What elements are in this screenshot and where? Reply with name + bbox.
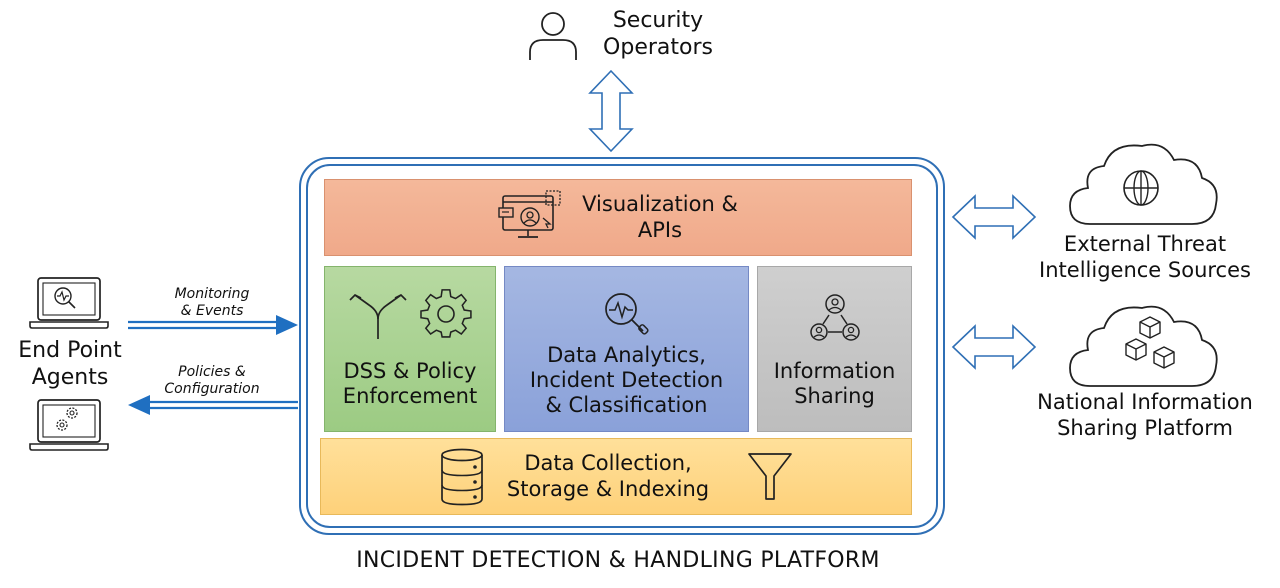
operators-line1: Security: [612, 8, 704, 33]
national-line1: National Information: [1037, 390, 1253, 414]
analytics-title: Data Analytics, Incident Detection & Cla…: [530, 343, 723, 419]
dss-policy-box: DSS & Policy Enforcement: [324, 266, 496, 432]
visualization-box: Visualization & APIs: [324, 179, 912, 256]
sharing-line1: Information: [773, 359, 896, 383]
external-threat-label: External Threat Intelligence Sources: [1014, 232, 1276, 283]
endpoint-line2: Agents: [31, 364, 109, 390]
monitoring-line1: Monitoring: [174, 286, 250, 302]
platform-title: INCIDENT DETECTION & HANDLING PLATFORM: [356, 548, 880, 573]
endpoint-line1: End Point: [18, 338, 122, 363]
policies-arrow: [128, 395, 298, 415]
sharing-line2: Sharing: [794, 384, 875, 409]
threat-line1: External Threat: [1063, 232, 1227, 256]
end-point-agents-label: End Point Agents: [0, 338, 140, 392]
dss-title: DSS & Policy Enforcement: [343, 359, 477, 409]
visualization-title: Visualization & APIs: [582, 192, 738, 242]
monitoring-line2: & Events: [180, 302, 244, 319]
information-sharing-box: Information Sharing: [757, 266, 912, 432]
config-laptop-icon: [29, 399, 109, 451]
operators-double-arrow: [588, 69, 634, 153]
dss-line1: DSS & Policy: [343, 359, 477, 383]
operators-line2: Operators: [603, 34, 713, 60]
split-arrows-icon: [349, 293, 407, 339]
analytics-line3: & Classification: [545, 393, 708, 418]
threat-double-arrow: [951, 194, 1037, 240]
monitoring-events-label: Monitoring & Events: [142, 286, 282, 320]
database-icon: [441, 448, 483, 505]
policies-line1: Policies &: [178, 364, 246, 380]
collection-line2: Storage & Indexing: [506, 476, 710, 501]
threat-line2: Intelligence Sources: [1039, 257, 1251, 282]
national-line2: Sharing Platform: [1057, 415, 1233, 440]
visualization-line1: Visualization &: [582, 192, 738, 217]
cubes-cloud-icon: [1069, 305, 1218, 387]
analytics-magnifier-icon: [604, 293, 649, 335]
platform-frame: [299, 157, 945, 535]
national-double-arrow: [951, 324, 1037, 370]
data-analytics-box: Data Analytics, Incident Detection & Cla…: [504, 266, 749, 432]
visualization-line2: APIs: [637, 217, 683, 242]
analytics-line2: Incident Detection: [529, 368, 724, 393]
analytics-line1: Data Analytics,: [547, 343, 706, 367]
security-operators-label: Security Operators: [588, 8, 728, 62]
platform-inner-frame: [306, 164, 938, 528]
national-platform-label: National Information Sharing Platform: [1014, 390, 1276, 441]
dashboard-monitor-icon: [498, 189, 561, 238]
person-icon: [529, 12, 577, 60]
network-users-icon: [809, 294, 860, 341]
monitoring-arrow: [128, 315, 298, 335]
dss-line2: Enforcement: [342, 384, 478, 409]
policies-line2: Configuration: [164, 380, 260, 397]
monitoring-laptop-icon: [29, 277, 109, 329]
policies-configuration-label: Policies & Configuration: [142, 364, 282, 398]
data-collection-box: Data Collection, Storage & Indexing: [320, 438, 912, 515]
sharing-title: Information Sharing: [774, 359, 896, 409]
gear-icon: [420, 289, 472, 338]
collection-title: Data Collection, Storage & Indexing: [507, 451, 709, 501]
globe-cloud-icon: [1069, 143, 1218, 225]
collection-line1: Data Collection,: [524, 451, 692, 476]
filter-funnel-icon: [748, 452, 792, 500]
